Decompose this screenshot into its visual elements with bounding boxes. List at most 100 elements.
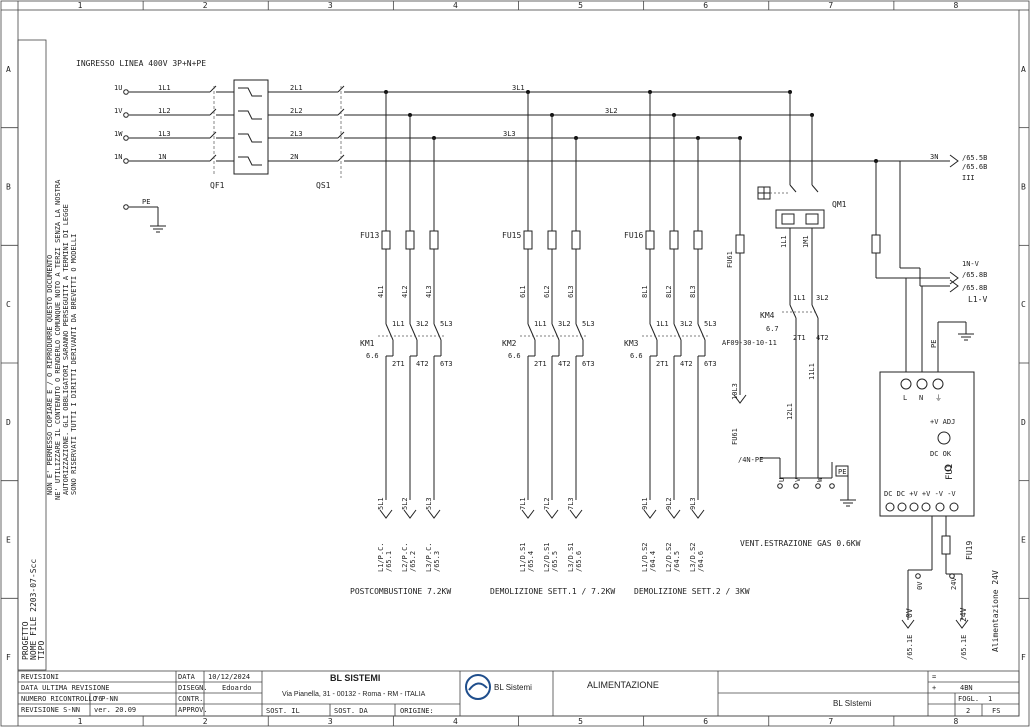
svg-text:2T1: 2T1	[392, 360, 405, 368]
svg-text:AUTORIZZAZIONE. GLI OBBLIGATOR: AUTORIZZAZIONE. GLI OBBLIGATORI SARANNO …	[62, 204, 70, 495]
fu61-branch: FU61 10L3 FU61 /4N-PE	[726, 136, 763, 464]
qf1-label: QF1	[210, 181, 225, 190]
svg-text:SONO RISERVATI TUTTI I DIRITTI: SONO RISERVATI TUTTI I DIRITTI DERIVANTI…	[70, 234, 78, 495]
svg-text:7L3: 7L3	[567, 497, 575, 510]
svg-text:/65.4: /65.4	[527, 551, 535, 572]
grid-row-label: E	[6, 536, 11, 545]
svg-text:/65.6B: /65.6B	[962, 163, 987, 171]
grid-col-label: 7	[828, 1, 833, 10]
grid-row-label: D	[1021, 418, 1026, 427]
svg-text:7L2: 7L2	[543, 497, 551, 510]
grid-row-label: D	[6, 418, 11, 427]
branch-1: 4L11L12T15L1L1/P.C./65.14L23L24T25L2L2/P…	[350, 90, 453, 596]
fuse-label: FU13	[360, 231, 379, 240]
svg-text:2L1: 2L1	[290, 84, 303, 92]
svg-text:4L1: 4L1	[377, 285, 385, 298]
title-block: REVISIONI DATA ULTIMA REVISIONE NUMERO R…	[17, 670, 1020, 717]
svg-text:3N: 3N	[930, 153, 938, 161]
svg-text:3L2: 3L2	[416, 320, 429, 328]
svg-text:L2/D.S2: L2/D.S2	[665, 542, 673, 572]
svg-text:L3/P.C.: L3/P.C.	[425, 542, 433, 572]
fuse	[547, 230, 557, 250]
main-bus: 3L1 3L2 3L3 3N /65.5B /65.6B III	[344, 84, 987, 182]
branch-2: 6L11L12T17L1L1/D.S1/65.46L23L24T27L2L2/D…	[490, 90, 615, 596]
svg-text:/65.2: /65.2	[409, 551, 417, 572]
svg-text:L1/P.C.: L1/P.C.	[377, 542, 385, 572]
svg-text:8L2: 8L2	[665, 285, 673, 298]
svg-text:ORIGINE:: ORIGINE:	[400, 707, 434, 715]
fuse-label: FU16	[624, 231, 643, 240]
grid-row-label: C	[6, 300, 11, 309]
svg-text:6L2: 6L2	[543, 285, 551, 298]
fan-branch: QM1 1L1 1M1 1L1 3L2 KM4 6.7 AF09-30-10-1…	[722, 90, 861, 548]
svg-text:FU61: FU61	[731, 428, 739, 445]
svg-text:L2/P.C.: L2/P.C.	[401, 542, 409, 572]
svg-text:⏚: ⏚	[935, 394, 942, 402]
svg-text:5L3: 5L3	[704, 320, 717, 328]
svg-text:5L2: 5L2	[401, 497, 409, 510]
svg-text:24V: 24V	[950, 577, 958, 590]
load-branches: 4L11L12T15L1L1/P.C./65.14L23L24T25L2L2/P…	[350, 90, 750, 596]
svg-text:DC DC +V +V -V -V: DC DC +V +V -V -V	[884, 490, 956, 498]
svg-text:3L2: 3L2	[558, 320, 571, 328]
svg-text:+V ADJ: +V ADJ	[930, 418, 955, 426]
svg-text:SOST. DA: SOST. DA	[334, 707, 369, 715]
svg-text:/65.5B: /65.5B	[962, 154, 987, 162]
svg-text:6T3: 6T3	[582, 360, 595, 368]
svg-text:12L1: 12L1	[786, 403, 794, 420]
grid-col-label: 4	[453, 1, 458, 10]
svg-text:TIPO: TIPO	[37, 641, 46, 660]
grid-col-label: 3	[328, 1, 333, 10]
input-section: 1U 1L1 1V 1L2 1W 1L3 1N 1N PE	[114, 84, 210, 233]
company-address: Via Pianella, 31 - 00132 - Roma - RM - I…	[282, 691, 426, 698]
grid-col-label: 4	[453, 717, 458, 726]
branch-caption: POSTCOMBUSTIONE 7.2KW	[350, 587, 451, 596]
fuse	[429, 230, 439, 250]
svg-text:6.7: 6.7	[766, 325, 779, 333]
grid-col-label: 6	[703, 1, 708, 10]
svg-text:L2/D.S1: L2/D.S1	[543, 542, 551, 572]
svg-text:NUMERO RICONTROLLO P-NN: NUMERO RICONTROLLO P-NN	[21, 695, 118, 703]
input-terminal-n: 1N 1N	[114, 153, 210, 164]
svg-text:DC OK: DC OK	[930, 450, 952, 458]
svg-text:L1/D.S2: L1/D.S2	[641, 542, 649, 572]
svg-text:2T1: 2T1	[793, 334, 806, 342]
svg-text:6.6: 6.6	[366, 352, 379, 360]
svg-text:5L1: 5L1	[377, 497, 385, 510]
svg-text:6L3: 6L3	[567, 285, 575, 298]
side-notes: NON E' PERMESSO COPIARE E / O RIPRODURRE…	[17, 39, 78, 671]
client-name: BL SIstemi	[833, 699, 872, 708]
svg-text:SOST. IL: SOST. IL	[266, 707, 300, 715]
svg-text:2L3: 2L3	[290, 130, 303, 138]
grid-col-label: 1	[78, 1, 83, 10]
input-terminal-v: 1V 1L2	[114, 107, 210, 118]
svg-text:/65.1E: /65.1E	[906, 635, 914, 660]
input-line-title: INGRESSO LINEA 400V 3P+N+PE	[76, 59, 206, 68]
qs1-section: 2L1 2L2 2L3 2N QS1	[268, 84, 345, 190]
svg-text:2T1: 2T1	[656, 360, 669, 368]
svg-text:BL Sistemi: BL Sistemi	[494, 683, 532, 692]
svg-text:U: U	[778, 478, 786, 482]
svg-text:III: III	[962, 174, 975, 182]
grid-row-label: A	[1021, 65, 1026, 74]
svg-text:1L1: 1L1	[392, 320, 405, 328]
psu-caption: Alimentazione 24V	[991, 570, 1000, 652]
contactor-label: KM1	[360, 339, 375, 348]
fan-caption: VENT.ESTRAZIONE GAS 0.6KW	[740, 539, 861, 548]
grid-row-label: C	[1021, 300, 1026, 309]
input-terminal-u: 1U 1L1	[114, 84, 210, 95]
contactor-label: KM2	[502, 339, 517, 348]
svg-text:FU19: FU19	[965, 541, 974, 560]
grid-col-label: 6	[703, 717, 708, 726]
svg-text:ver. 20.09: ver. 20.09	[94, 706, 136, 714]
svg-text:1L1: 1L1	[793, 294, 806, 302]
svg-text:6.6: 6.6	[630, 352, 643, 360]
svg-text:6T3: 6T3	[440, 360, 453, 368]
svg-text:5L3: 5L3	[582, 320, 595, 328]
svg-text:L1/D.S1: L1/D.S1	[519, 542, 527, 572]
svg-text:2L2: 2L2	[290, 107, 303, 115]
grid-col-label: 3	[328, 717, 333, 726]
pe-terminal: PE	[123, 198, 166, 233]
